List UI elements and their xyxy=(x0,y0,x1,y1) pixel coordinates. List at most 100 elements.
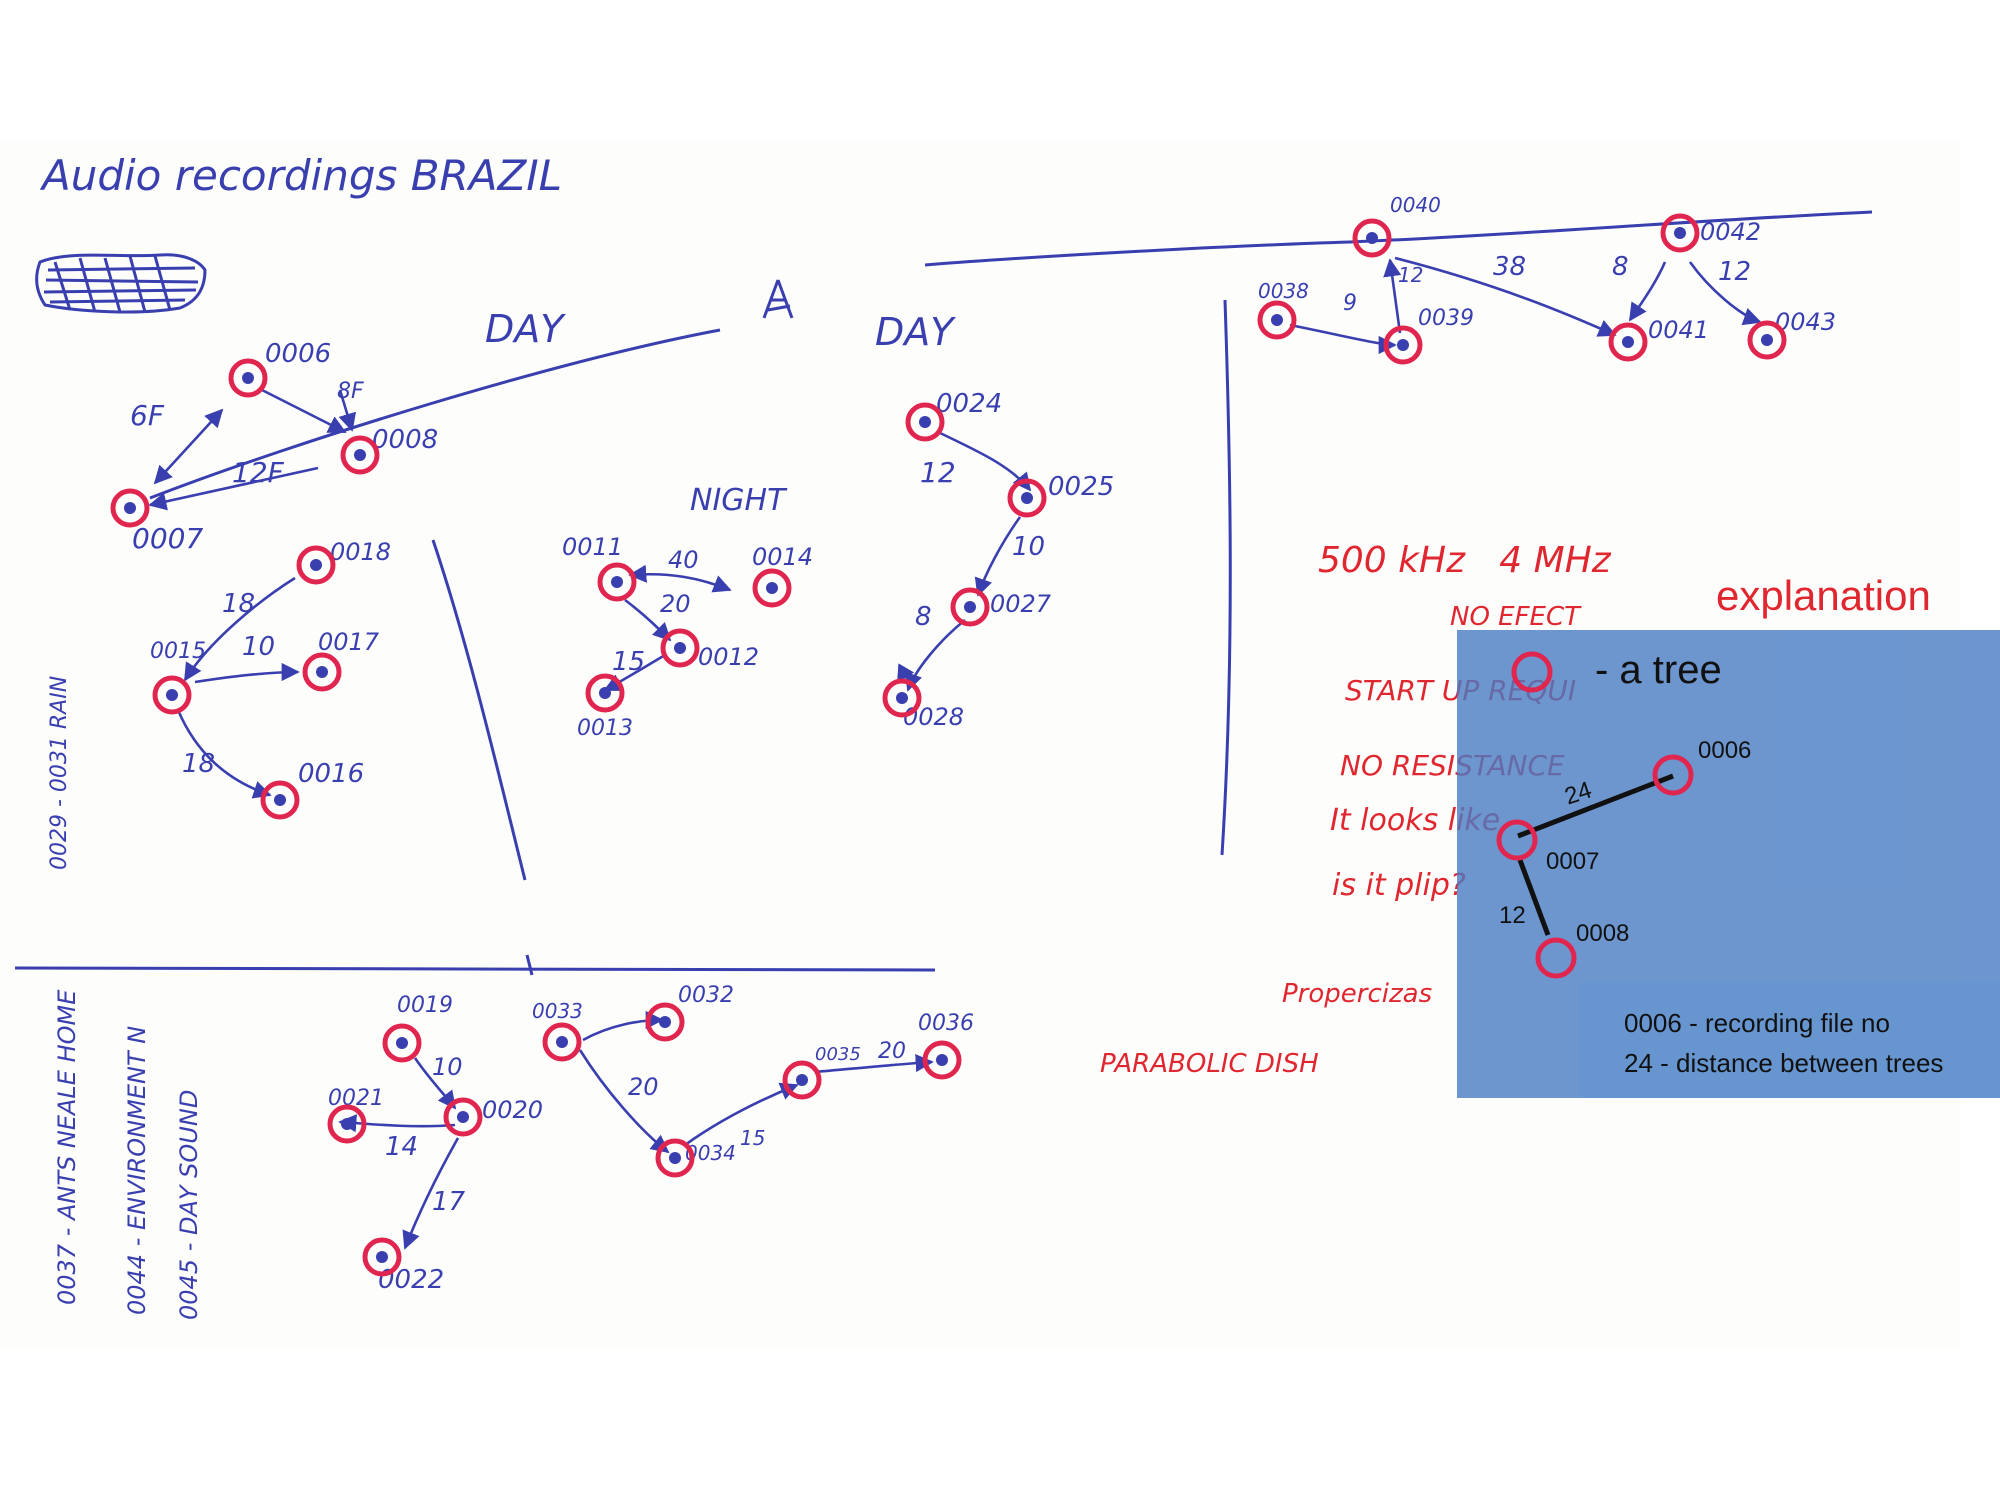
note-rain: 0029 - 0031 RAIN xyxy=(47,676,72,870)
dist-9: 9 xyxy=(1343,291,1357,316)
label-0040: 0040 xyxy=(1390,193,1441,217)
label-0025: 0025 xyxy=(1048,472,1114,502)
label-0024: 0024 xyxy=(936,389,1002,419)
tree-marker-0016 xyxy=(260,780,300,820)
note-is-it: is it plip? xyxy=(1332,868,1466,903)
tree-ring-0006 xyxy=(228,358,268,398)
label-0032: 0032 xyxy=(678,983,734,1008)
label-0017: 0017 xyxy=(318,628,380,656)
tree-marker-0015 xyxy=(152,675,192,715)
tree-ring-0008 xyxy=(340,435,380,475)
tree-marker-0012 xyxy=(660,628,700,668)
tree-marker-0035 xyxy=(782,1060,822,1100)
tree-ring-0034 xyxy=(655,1138,695,1178)
tree-marker-0038 xyxy=(1257,300,1297,340)
legend-node-c-label: 0008 xyxy=(1576,920,1630,947)
tree-marker-0013 xyxy=(585,673,625,713)
tree-marker-0024 xyxy=(905,402,945,442)
dist-38: 38 xyxy=(1493,252,1526,282)
tree-marker-0011 xyxy=(597,562,637,602)
divider-lines xyxy=(14,210,1873,976)
tree-dot-0012 xyxy=(674,642,686,654)
label-0041: 0041 xyxy=(1648,316,1709,344)
tree-marker-0034 xyxy=(655,1138,695,1178)
note-environment: 0044 - ENVIRONMENT N xyxy=(123,1026,151,1315)
tree-ring-0015 xyxy=(152,675,192,715)
sketch-title: Audio recordings BRAZIL xyxy=(39,151,562,200)
dist-12a: 12 xyxy=(920,456,956,489)
note-propercizas: Propercizas xyxy=(1282,979,1432,1009)
tree-ring-0038 xyxy=(1257,300,1297,340)
tree-ring-0032 xyxy=(645,1002,685,1042)
tree-ring-0020 xyxy=(443,1097,483,1137)
dist-10c: 10 xyxy=(432,1053,463,1081)
label-0033: 0033 xyxy=(532,999,583,1023)
tree-ring-0018 xyxy=(296,545,336,585)
label-0012: 0012 xyxy=(698,643,759,671)
label-0042: 0042 xyxy=(1700,218,1761,246)
dist-14: 14 xyxy=(385,1132,418,1162)
label-0027: 0027 xyxy=(990,590,1052,618)
dist-20c: 20 xyxy=(878,1039,906,1064)
label-0043: 0043 xyxy=(1775,308,1836,336)
tree-edges xyxy=(148,256,1762,1250)
tree-ring-0007 xyxy=(110,488,150,528)
tree-marker-0043 xyxy=(1747,320,1787,360)
label-0015: 0015 xyxy=(150,639,206,664)
tree-dot-0035 xyxy=(796,1074,808,1086)
label-0035: 0035 xyxy=(815,1044,861,1065)
tree-dot-0020 xyxy=(457,1111,469,1123)
tree-ring-0011 xyxy=(597,562,637,602)
dist-17: 17 xyxy=(432,1187,466,1217)
dist-20a: 20 xyxy=(660,590,691,618)
tree-dot-0038 xyxy=(1271,314,1283,326)
dist-8: 8 xyxy=(915,602,932,632)
dist-20b: 20 xyxy=(628,1073,659,1101)
tree-marker-0032 xyxy=(645,1002,685,1042)
tree-dot-0018 xyxy=(310,559,322,571)
tree-ring-0043 xyxy=(1747,320,1787,360)
tree-marker-0041 xyxy=(1608,322,1648,362)
tree-ring-0013 xyxy=(585,673,625,713)
tree-ring-0024 xyxy=(905,402,945,442)
tree-ring-0016 xyxy=(260,780,300,820)
legend-tree-icon xyxy=(1511,651,1553,693)
note-no-effect: NO EFECT xyxy=(1450,602,1582,632)
tree-marker-0021 xyxy=(327,1104,367,1144)
tree-dot-0011 xyxy=(611,576,623,588)
note-frequency: 500 kHz 4 MHz xyxy=(1318,540,1612,581)
tree-dot-0025 xyxy=(1021,492,1033,504)
tree-ring-0022 xyxy=(362,1237,402,1277)
legend-tree-label: - a tree xyxy=(1595,648,1722,692)
label-0019: 0019 xyxy=(397,993,453,1018)
tree-marker-0039 xyxy=(1383,325,1423,365)
dist-18a: 18 xyxy=(222,589,255,619)
tree-dot-0042 xyxy=(1674,227,1686,239)
note-ants: 0037 - ANTS NEALE HOME xyxy=(53,989,81,1305)
tree-ring-0033 xyxy=(542,1022,582,1062)
dist-8f: 8F xyxy=(337,379,364,404)
tree-dot-0039 xyxy=(1397,339,1409,351)
dist-10a: 10 xyxy=(242,632,275,662)
tree-ring-0021 xyxy=(327,1104,367,1144)
legend-node-b-label: 0007 xyxy=(1546,848,1600,875)
legend-node-a xyxy=(1652,754,1694,796)
label-0016: 0016 xyxy=(298,759,364,789)
tree-dot-0022 xyxy=(376,1251,388,1263)
dist-18b: 18 xyxy=(182,749,215,779)
label-0020: 0020 xyxy=(482,1096,543,1124)
tree-dot-0041 xyxy=(1622,336,1634,348)
tree-dot-0033 xyxy=(556,1036,568,1048)
label-night: NIGHT xyxy=(690,483,788,518)
label-0038: 0038 xyxy=(1258,279,1309,303)
scribble-mark xyxy=(35,253,207,314)
dist-12b: 12 xyxy=(1398,263,1423,287)
tree-dot-0034 xyxy=(669,1152,681,1164)
tree-ring-0036 xyxy=(922,1040,962,1080)
tree-ring-0041 xyxy=(1608,322,1648,362)
dist-8b: 8 xyxy=(1612,252,1629,282)
tree-marker-0019 xyxy=(382,1023,422,1063)
dist-10b: 10 xyxy=(1012,532,1045,562)
tree-ring-0027 xyxy=(950,587,990,627)
legend-node-c xyxy=(1535,937,1577,979)
